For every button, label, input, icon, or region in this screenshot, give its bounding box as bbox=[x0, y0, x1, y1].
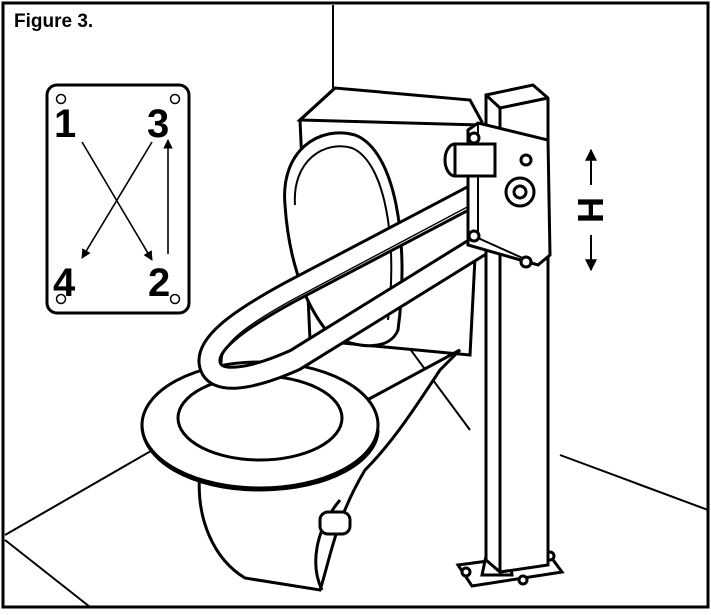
bracket-bolt bbox=[467, 229, 481, 243]
post-top-edge bbox=[499, 96, 549, 110]
base-bolt bbox=[460, 566, 472, 578]
plate-screw-hole bbox=[55, 93, 67, 105]
seat-edge bbox=[140, 424, 380, 492]
grab-bar bbox=[197, 176, 504, 390]
toilet-bolt-cap bbox=[318, 510, 352, 536]
arrow-3-to-4 bbox=[81, 141, 153, 259]
sequence-number-2: 2 bbox=[148, 261, 170, 305]
sequence-number-3: 3 bbox=[147, 102, 169, 146]
base-bolt bbox=[517, 574, 529, 586]
figure-label: Figure 3. bbox=[14, 11, 94, 32]
grab-bar-highlight bbox=[221, 195, 489, 363]
tank-lid-edge bbox=[296, 86, 481, 127]
sequence-plate: 1 3 4 2 bbox=[45, 83, 191, 315]
height-label: H bbox=[570, 197, 611, 223]
plate-screw-hole bbox=[169, 293, 181, 305]
sequence-number-1: 1 bbox=[54, 102, 76, 146]
floor-right-lower-line bbox=[559, 454, 709, 511]
floor-left-lower-line bbox=[4, 539, 91, 608]
plate-screw-hole bbox=[55, 293, 67, 305]
bracket-bolt bbox=[519, 255, 533, 269]
lid-inner-edge bbox=[293, 145, 393, 321]
toilet-bowl-opening bbox=[176, 374, 344, 462]
pivot-knob-center bbox=[512, 184, 528, 200]
floor-left-line bbox=[4, 439, 171, 536]
plate-screw-hole bbox=[169, 93, 181, 105]
bracket-bolt bbox=[467, 131, 481, 145]
bracket-bolt bbox=[519, 153, 533, 167]
post-top-edge bbox=[484, 93, 502, 110]
sequence-number-4: 4 bbox=[53, 261, 76, 305]
pivot-housing bbox=[453, 142, 497, 178]
pedestal-curve bbox=[314, 499, 342, 591]
height-indicator: H bbox=[570, 148, 611, 272]
support-post bbox=[443, 83, 565, 588]
grab-bar-fill bbox=[200, 179, 501, 387]
